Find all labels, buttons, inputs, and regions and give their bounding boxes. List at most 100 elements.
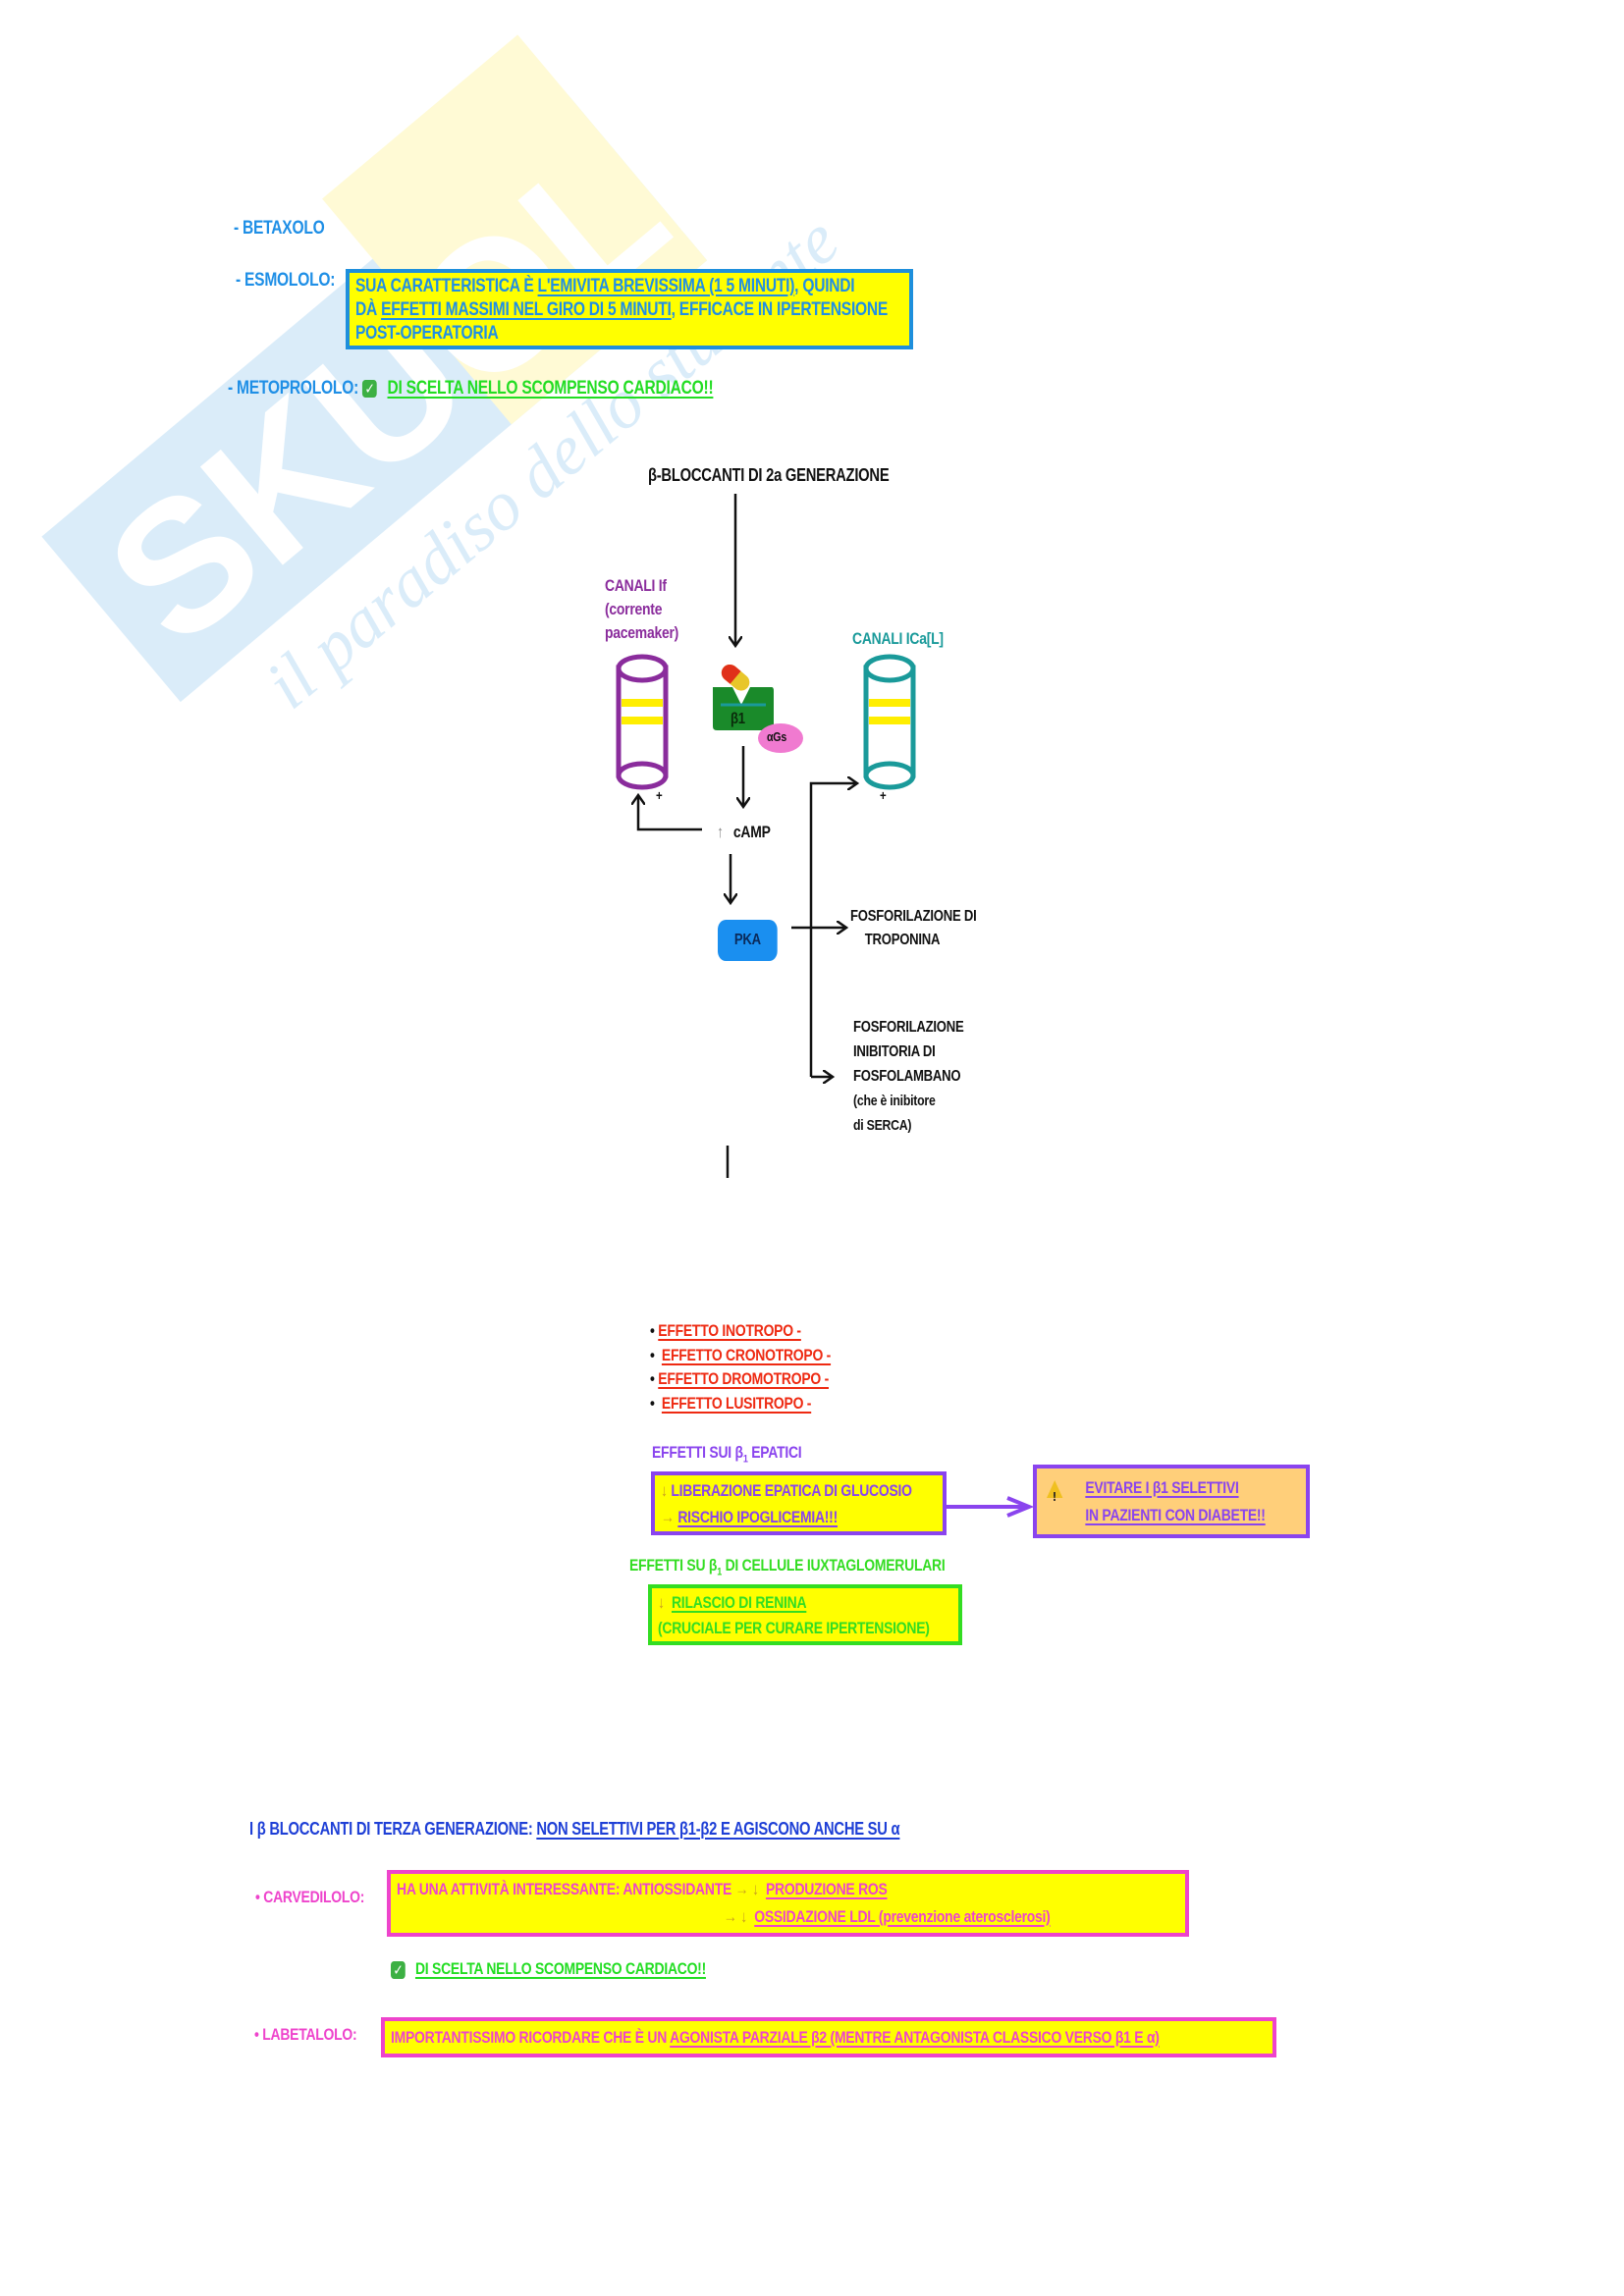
text: EFFETTI SUI β bbox=[652, 1443, 743, 1462]
esmololo-line-1: SUA CARATTERISTICA È L'EMIVITA BREVISSIM… bbox=[355, 275, 855, 298]
emivita-highlight: L'EMIVITA BREVISSIMA (1 5 MINUTI) bbox=[537, 276, 795, 296]
troponina-label: FOSFORILAZIONE DI TROPONINA bbox=[850, 905, 977, 952]
text: , QUINDI bbox=[794, 276, 855, 296]
pka-node: PKA bbox=[718, 920, 778, 961]
glucose-box: ↓ LIBERAZIONE EPATICA DI GLUCOSIO → RISC… bbox=[651, 1471, 947, 1535]
arrow-camp-to-if bbox=[638, 795, 702, 831]
text: PRODUZIONE ROS bbox=[765, 1880, 888, 1898]
text: IN PAZIENTI CON DIABETE!! bbox=[1085, 1506, 1266, 1524]
text: LIBERAZIONE EPATICA DI GLUCOSIO bbox=[671, 1481, 912, 1500]
arrow-icon: → ↓ bbox=[723, 1907, 747, 1926]
effect-item: • EFFETTO CRONOTROPO - bbox=[650, 1344, 831, 1368]
ca-plus: + bbox=[880, 787, 887, 803]
carvedilolo-note-row: ✓ DI SCELTA NELLO SCOMPENSO CARDIACO!! bbox=[391, 1959, 706, 1979]
text: AGONISTA PARZIALE β2 (MENTRE ANTAGONISTA… bbox=[670, 2028, 1160, 2047]
beta1-label: β1 bbox=[731, 711, 745, 727]
text: HA UNA ATTIVITÀ INTERESSANTE: ANTIOSSIDA… bbox=[397, 1880, 735, 1898]
if-channel-icon bbox=[616, 654, 669, 790]
down-arrow-icon: ↓ bbox=[661, 1481, 668, 1500]
check-icon: ✓ bbox=[362, 379, 377, 398]
bullet: • bbox=[650, 1321, 655, 1340]
arrow-to-ca-channel bbox=[809, 783, 857, 1077]
text: OSSIDAZIONE LDL (prevenzione aterosclero… bbox=[754, 1907, 1051, 1926]
camp-label: cAMP bbox=[732, 823, 771, 841]
esmololo-label: - ESMOLOLO: bbox=[236, 270, 336, 291]
carvedilolo-line-1: HA UNA ATTIVITÀ INTERESSANTE: ANTIOSSIDA… bbox=[397, 1876, 1039, 1903]
pill-icon bbox=[721, 664, 750, 691]
metoprololo-label: - METOPROLOLO: bbox=[228, 378, 359, 399]
fosfolambano-line: INIBITORIA DI bbox=[853, 1043, 936, 1060]
text: EFFETTI SU β bbox=[629, 1556, 718, 1575]
watermark-accent bbox=[322, 34, 708, 425]
up-arrow-icon: ↑ bbox=[717, 823, 724, 841]
text: RILASCIO DI RENINA bbox=[671, 1593, 807, 1612]
check-icon: ✓ bbox=[391, 1960, 406, 1979]
bullet: • bbox=[650, 1393, 655, 1413]
bullet: • bbox=[650, 1345, 655, 1364]
effects-list: • EFFETTO INOTROPO - • EFFETTO CRONOTROP… bbox=[650, 1319, 831, 1415]
troponina-line: TROPONINA bbox=[864, 932, 941, 948]
carvedilolo-box: HA UNA ATTIVITÀ INTERESSANTE: ANTIOSSIDA… bbox=[387, 1870, 1189, 1937]
fosfolambano-line: FOSFORILAZIONE bbox=[853, 1019, 964, 1036]
glucose-line-2: → RISCHIO IPOGLICEMIA!!! bbox=[661, 1504, 887, 1530]
effect-item: • EFFETTO LUSITROPO - bbox=[650, 1392, 831, 1416]
if-plus: + bbox=[656, 787, 663, 803]
esmololo-line-2: DÀ EFFETTI MASSIMI NEL GIRO DI 5 MINUTI,… bbox=[355, 298, 888, 322]
ca-channel-label: CANALI ICa[L] bbox=[852, 629, 944, 648]
text: RISCHIO IPOGLICEMIA!!! bbox=[677, 1508, 838, 1526]
glucose-line-1: ↓ LIBERAZIONE EPATICA DI GLUCOSIO bbox=[661, 1477, 912, 1504]
text: DI CELLULE IUXTAGLOMERULARI bbox=[721, 1556, 946, 1575]
if-label-line: (corrente bbox=[605, 600, 663, 618]
esmololo-line-3: POST-OPERATORIA bbox=[355, 323, 499, 344]
labetalolo-text: IMPORTANTISSIMO RICORDARE CHE È UN AGONI… bbox=[391, 2021, 1160, 2054]
effect-item: • EFFETTO INOTROPO - bbox=[650, 1319, 831, 1344]
if-label-line: pacemaker) bbox=[605, 623, 679, 642]
effect-item: • EFFETTO DROMOTROPO - bbox=[650, 1367, 831, 1392]
text: I β BLOCCANTI DI TERZA GENERAZIONE: bbox=[249, 1819, 537, 1839]
effect-text: EFFETTO CRONOTROPO - bbox=[661, 1345, 832, 1364]
warning-line-2: IN PAZIENTI CON DIABETE!! bbox=[1047, 1502, 1266, 1529]
bullet: • bbox=[650, 1369, 655, 1388]
text: DÀ bbox=[355, 299, 382, 320]
alpha-gs-icon bbox=[758, 723, 803, 753]
effect-text: EFFETTO INOTROPO - bbox=[658, 1321, 801, 1340]
labetalolo-label: • LABETALOLO: bbox=[254, 2025, 357, 2044]
fosfolambano-line: (che è inibitore bbox=[853, 1093, 936, 1109]
text: EVITARE I β1 SELETTIVI bbox=[1085, 1478, 1239, 1497]
esmololo-note-box: SUA CARATTERISTICA È L'EMIVITA BREVISSIM… bbox=[346, 269, 913, 349]
diagram-title: β-BLOCCANTI DI 2a GENERAZIONE bbox=[648, 465, 890, 485]
fosfolambano-line: di SERCA) bbox=[853, 1117, 912, 1134]
renal-title: EFFETTI SU β1 DI CELLULE IUXTAGLOMERULAR… bbox=[629, 1556, 946, 1578]
subscript: 1 bbox=[742, 1453, 748, 1466]
third-gen-title: I β BLOCCANTI DI TERZA GENERAZIONE: NON … bbox=[249, 1819, 900, 1840]
arrow-glucose-to-warning bbox=[947, 1496, 1033, 1518]
beta1-receptor-icon bbox=[713, 687, 774, 730]
metoprololo-row: - METOPROLOLO: ✓ DI SCELTA NELLO SCOMPEN… bbox=[228, 378, 714, 400]
labetalolo-box: IMPORTANTISSIMO RICORDARE CHE È UN AGONI… bbox=[381, 2017, 1276, 2057]
renin-box: ↓ RILASCIO DI RENINA (CRUCIALE PER CURAR… bbox=[648, 1584, 962, 1645]
text: , EFFICACE IN IPERTENSIONE bbox=[671, 299, 889, 320]
effetti-highlight: EFFETTI MASSIMI NEL GIRO DI 5 MINUTI bbox=[381, 299, 672, 320]
carvedilolo-line-2: → ↓ OSSIDAZIONE LDL (prevenzione aterosc… bbox=[397, 1903, 1051, 1931]
warning-icon bbox=[1047, 1479, 1063, 1511]
if-label-line: CANALI If bbox=[605, 576, 667, 595]
effect-text: EFFETTO LUSITROPO - bbox=[661, 1393, 812, 1413]
metoprololo-note: DI SCELTA NELLO SCOMPENSO CARDIACO!! bbox=[387, 378, 714, 399]
warning-box: EVITARE I β1 SELETTIVI IN PAZIENTI CON D… bbox=[1033, 1465, 1310, 1538]
hepatic-title: EFFETTI SUI β1 EPATICI bbox=[652, 1443, 802, 1466]
troponina-line: FOSFORILAZIONE DI bbox=[850, 908, 977, 925]
pathway-diagram bbox=[616, 494, 916, 1178]
down-arrow-icon: ↓ bbox=[658, 1593, 665, 1612]
renin-line-2: (CRUCIALE PER CURARE IPERTENSIONE) bbox=[658, 1619, 930, 1637]
text: IMPORTANTISSIMO RICORDARE CHE È UN bbox=[391, 2028, 671, 2047]
text: SUA CARATTERISTICA È bbox=[355, 276, 538, 296]
fosfolambano-line: FOSFOLAMBANO bbox=[853, 1068, 961, 1085]
text: EPATICI bbox=[747, 1443, 802, 1462]
subscript: 1 bbox=[717, 1566, 722, 1578]
right-arrow-icon: → bbox=[661, 1508, 675, 1526]
camp-node: ↑ cAMP bbox=[717, 823, 771, 842]
fosfolambano-label: FOSFORILAZIONE INIBITORIA DI FOSFOLAMBAN… bbox=[853, 1015, 964, 1138]
betaxolo-label: - BETAXOLO bbox=[234, 218, 325, 239]
carvedilolo-label: • CARVEDILOLO: bbox=[255, 1888, 365, 1906]
text: NON SELETTIVI PER β1-β2 E AGISCONO ANCHE… bbox=[536, 1819, 900, 1839]
